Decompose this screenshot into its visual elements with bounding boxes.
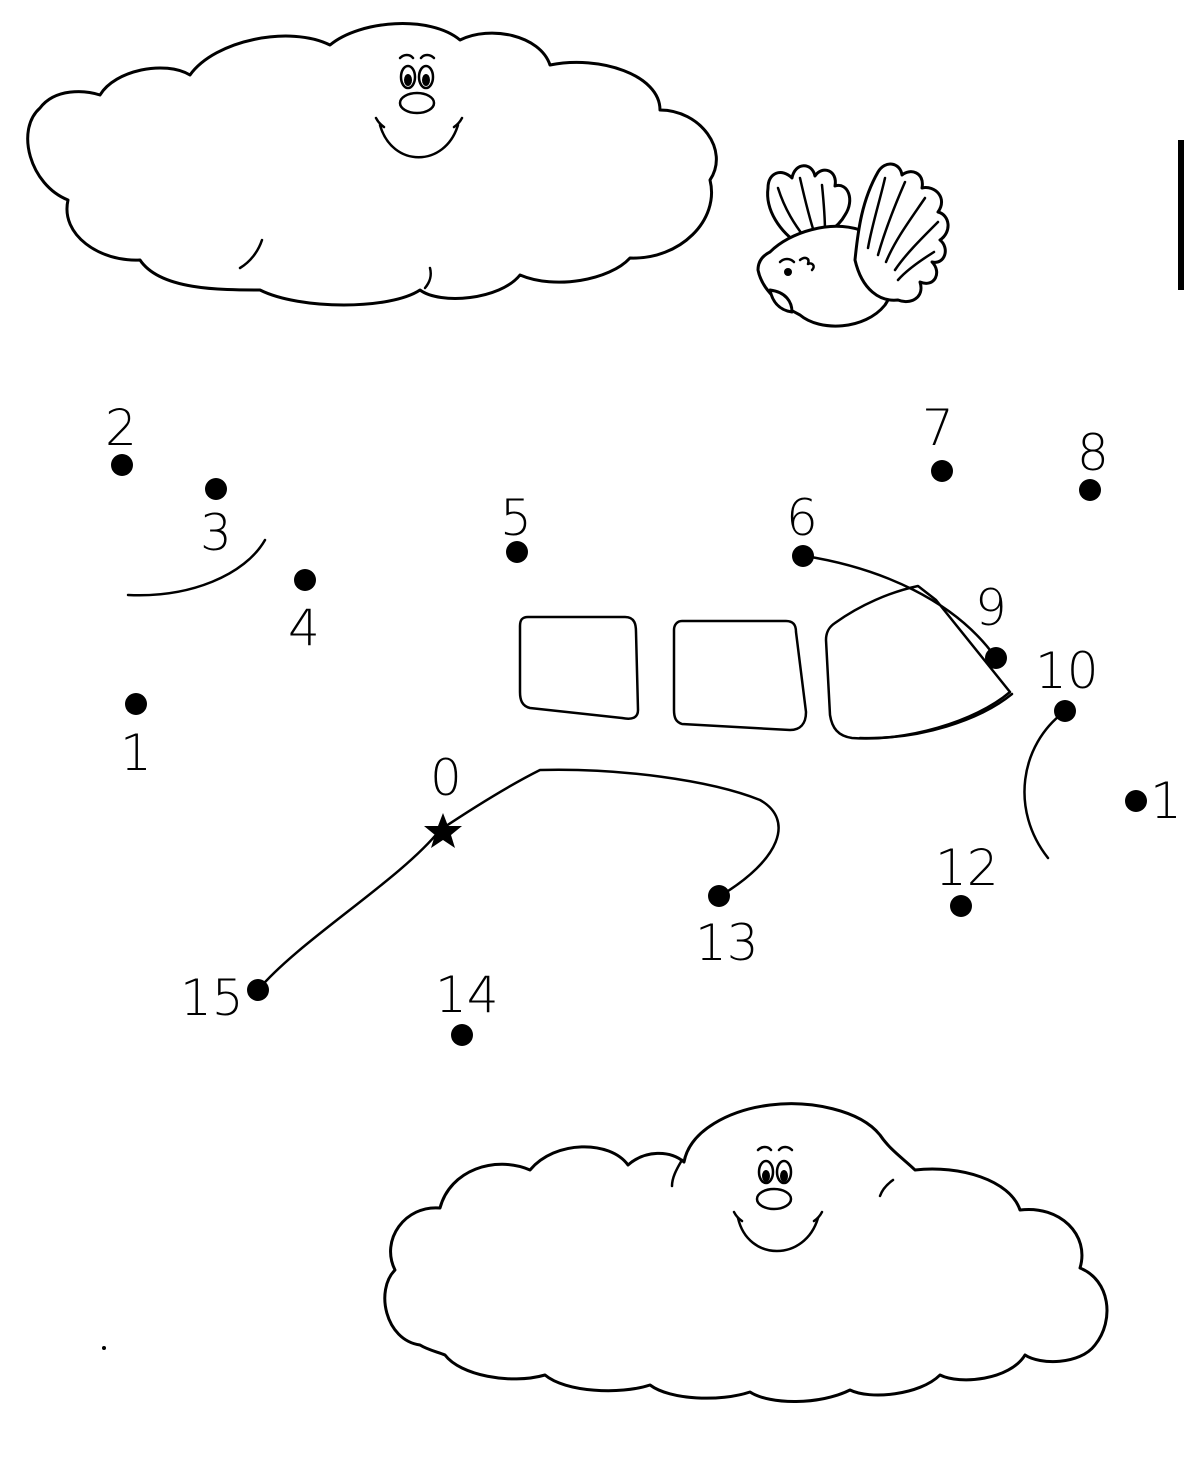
dot-15[interactable]: 15	[180, 969, 269, 1027]
dot-1[interactable]: 1	[120, 693, 152, 782]
dot-label: 13	[695, 914, 759, 972]
dot-11[interactable]: 1	[1125, 772, 1182, 830]
dot-label: 5	[500, 489, 532, 547]
dot-8[interactable]: 8	[1077, 424, 1109, 501]
bottom-cloud-shape	[383, 1102, 1109, 1403]
cloud-face	[732, 1145, 824, 1253]
start-label: 0	[430, 749, 462, 807]
dot-label: 6	[786, 489, 818, 547]
dot-label: 15	[180, 969, 244, 1027]
dot-label: 1	[1150, 772, 1182, 830]
dot-label: 1	[120, 724, 152, 782]
dot-12[interactable]: 12	[935, 839, 999, 917]
dot-label: 12	[935, 839, 999, 897]
airplane-windows-icon	[518, 584, 1012, 740]
dot-label: 3	[200, 504, 232, 562]
dot-label: 8	[1077, 424, 1109, 482]
dot-2[interactable]: 2	[105, 399, 137, 476]
dot-6[interactable]: 6	[786, 489, 818, 567]
dot-14[interactable]: 14	[435, 966, 499, 1046]
dot-label: 2	[105, 399, 137, 457]
cloud-face	[374, 53, 464, 159]
margin-bar	[1178, 140, 1184, 290]
dot-9[interactable]: 9	[975, 579, 1007, 669]
dot-label: 7	[922, 399, 954, 457]
flying-bird-icon	[756, 162, 950, 328]
dot-label: 9	[975, 579, 1007, 637]
airplane-guide-lines	[126, 538, 1066, 992]
dot-13[interactable]: 13	[695, 885, 759, 972]
top-cloud-icon	[26, 22, 718, 307]
dot-7[interactable]: 7	[922, 399, 954, 482]
dot-label: 4	[288, 599, 320, 657]
dot-label: 14	[435, 966, 499, 1024]
dot-4[interactable]: 4	[288, 569, 320, 657]
dot-label: 10	[1035, 642, 1099, 700]
dot-5[interactable]: 5	[500, 489, 532, 563]
dot-10[interactable]: 10	[1035, 642, 1099, 722]
dot-list: 1 2 3 4 5 6 7 8	[105, 399, 1182, 1046]
speck	[102, 1346, 106, 1350]
start-star-icon	[424, 813, 462, 848]
dot-3[interactable]: 3	[200, 478, 232, 562]
